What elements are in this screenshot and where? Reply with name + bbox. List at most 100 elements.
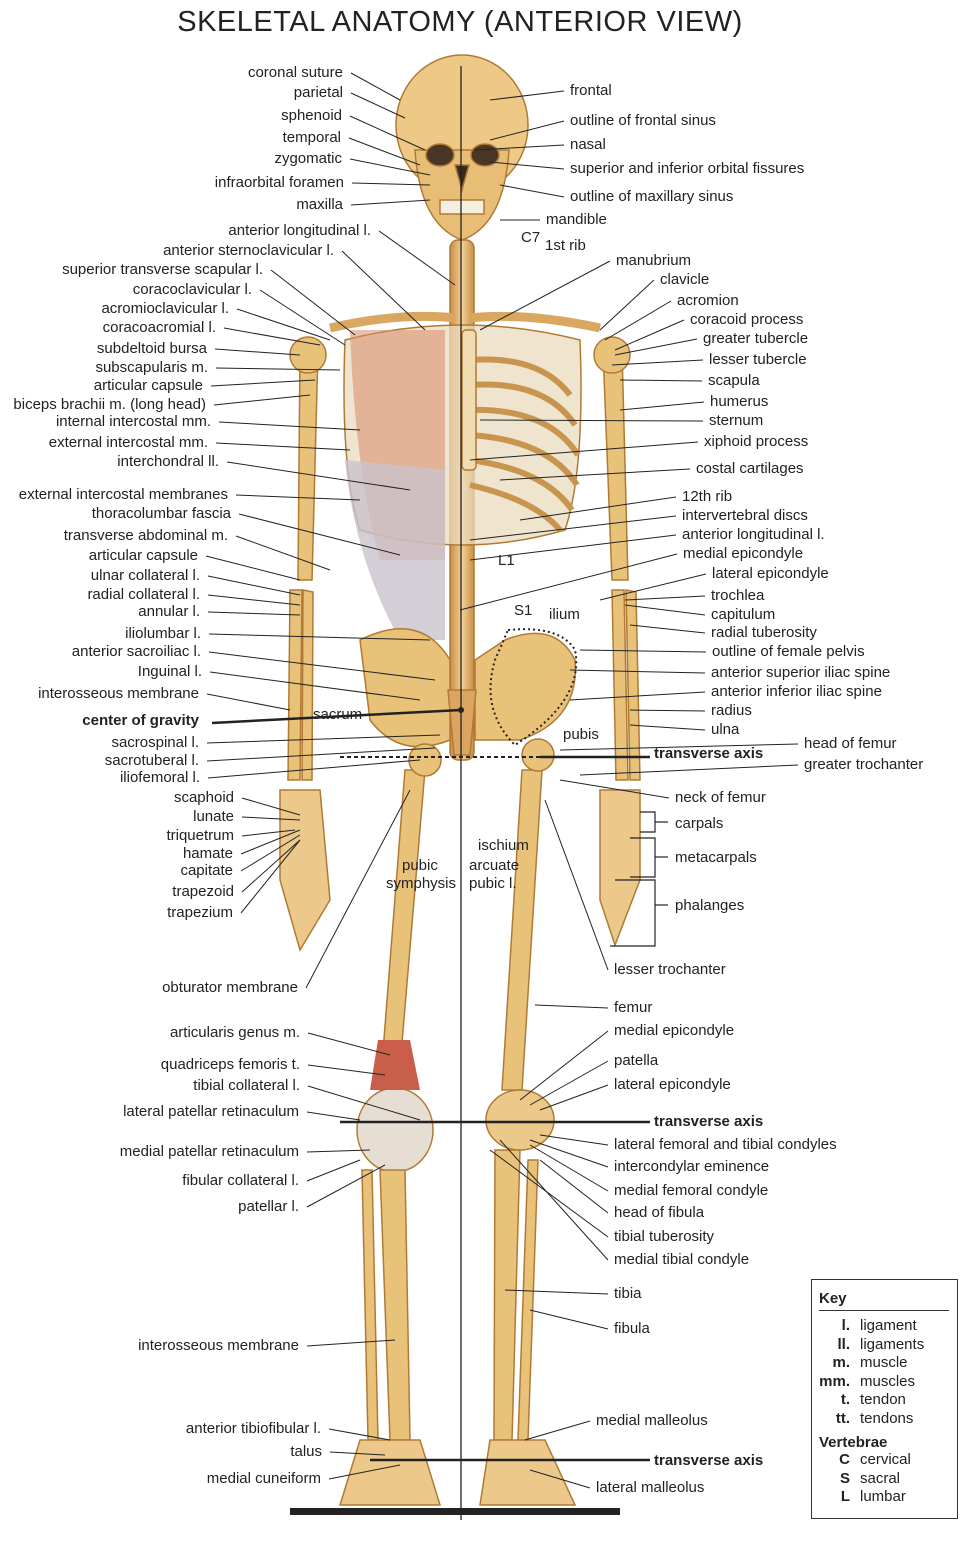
leader-left-35 (241, 797, 301, 816)
leader-right-47 (489, 1149, 609, 1238)
leader-right-37 (544, 799, 609, 971)
label-left-interosseous-membrane: interosseous membrane (138, 1337, 299, 1354)
label-right-carpals: carpals (675, 815, 724, 832)
leader-left-44 (307, 1064, 386, 1076)
key-text: tendon (860, 1391, 906, 1408)
label-left-thoracolumbar-fascia: thoracolumbar fascia (91, 505, 231, 522)
leader-left-41 (240, 839, 301, 914)
leader-right-24 (629, 624, 706, 634)
key-row: ll.ligaments (812, 1336, 957, 1355)
label-right-outline-of-maxillary-sinus: outline of maxillary sinus (570, 188, 734, 205)
leader-right-2 (474, 144, 565, 151)
leader-left-17 (218, 421, 361, 431)
vertebra-abbr: C (839, 1451, 850, 1468)
label-left-medial-cuneiform: medial cuneiform (206, 1470, 321, 1487)
key-row: tt.tendons (812, 1410, 957, 1429)
label-right-clavicle: clavicle (660, 271, 710, 288)
label-right-outline-of-frontal-sinus: outline of frontal sinus (570, 112, 716, 129)
label-right-greater-trochanter: greater trochanter (804, 756, 924, 773)
leader-left-29 (209, 671, 421, 701)
key-abbr: mm. (819, 1372, 850, 1390)
leader-right-3 (489, 161, 565, 170)
label-left-center-of-gravity: center of gravity (82, 712, 199, 729)
leader-right-7 (599, 279, 655, 331)
leader-left-19 (226, 461, 411, 491)
leader-left-51 (328, 1428, 391, 1441)
leader-left-0 (350, 72, 401, 101)
label-right-lesser-trochanter: lesser trochanter (614, 961, 726, 978)
leader-left-14 (215, 367, 341, 371)
label-left-anterior-sternoclavicular-l: anterior sternoclavicular l. (163, 242, 334, 259)
leader-left-32 (206, 734, 441, 744)
center-of-gravity-line (211, 708, 462, 725)
label-left-internal-intercostal-mm: internal intercostal mm. (55, 413, 211, 430)
label-left-ulnar-collateral-l: ulnar collateral l. (90, 567, 200, 584)
leader-right-8 (604, 300, 672, 341)
label-body-s1: S1 (514, 602, 533, 619)
leader-left-16 (213, 394, 311, 406)
label-left-articular-capsule: articular capsule (88, 547, 198, 564)
leader-right-50 (529, 1309, 609, 1330)
label-left-annular-l: annular l. (138, 603, 200, 620)
skeleton-drawing (279, 54, 641, 1506)
leader-left-3 (348, 137, 421, 166)
leader-left-27 (208, 633, 431, 641)
leader-right-49 (504, 1289, 609, 1295)
key-abbr: tt. (835, 1409, 850, 1427)
leader-left-2 (349, 115, 426, 151)
label-right-tibia: tibia (614, 1285, 642, 1302)
label-body-pubic: pubic (402, 857, 438, 874)
label-right-lateral-epicondyle: lateral epicondyle (614, 1076, 731, 1093)
label-left-quadriceps-femoris-t: quadriceps femoris t. (160, 1056, 300, 1073)
leader-right-28 (629, 709, 706, 712)
key-abbr: l. (841, 1317, 850, 1334)
label-right-lateral-epicondyle: lateral epicondyle (712, 565, 829, 582)
label-body-arcuate: arcuate (469, 857, 520, 874)
leader-left-10 (259, 289, 346, 346)
label-left-coracoacromial-l: coracoacromial l. (102, 319, 216, 336)
leader-left-1 (350, 92, 406, 119)
vertebra-abbr: L (840, 1488, 850, 1505)
label-right-humerus: humerus (710, 393, 769, 410)
label-right-radius: radius (711, 702, 752, 719)
vertebra-abbr: S (839, 1469, 850, 1487)
key-text: muscles (860, 1372, 916, 1390)
leader-left-13 (214, 348, 301, 356)
label-right-medial-tibial-condyle: medial tibial condyle (614, 1251, 750, 1268)
leader-right-48 (499, 1139, 609, 1261)
label-left-talus: talus (290, 1443, 322, 1460)
label-right-transverse-axis: transverse axis (654, 1452, 764, 1469)
label-body-1st-rib: 1st rib (545, 237, 586, 254)
label-body-pubic-l: pubic l. (469, 875, 517, 892)
label-body-pubis: pubis (563, 726, 599, 743)
label-left-lateral-patellar-retinaculum: lateral patellar retinaculum (123, 1103, 299, 1120)
label-right-intercondylar-eminence: intercondylar eminence (614, 1158, 770, 1175)
leader-left-8 (341, 250, 426, 331)
label-left-superior-transverse-scapular-l: superior transverse scapular l. (62, 261, 263, 278)
label-left-anterior-tibiofibular-l: anterior tibiofibular l. (185, 1420, 321, 1437)
label-left-interosseous-membrane: interosseous membrane (38, 685, 199, 702)
label-right-acromion: acromion (677, 292, 739, 309)
leader-left-24 (207, 575, 301, 596)
leader-right-9 (614, 319, 685, 351)
key-row: m.muscle (812, 1354, 957, 1373)
label-right-greater-tubercle: greater tubercle (703, 330, 809, 347)
leader-left-18 (215, 442, 351, 451)
label-right-transverse-axis: transverse axis (654, 1113, 764, 1130)
leader-right-32 (579, 764, 799, 776)
label-right-medial-malleolus: medial malleolus (596, 1412, 708, 1429)
label-right-medial-femoral-condyle: medial femoral condyle (614, 1182, 769, 1199)
label-left-fibular-collateral-l: fibular collateral l. (182, 1172, 299, 1189)
label-body-ischium: ischium (478, 837, 529, 854)
label-right-ulna: ulna (711, 721, 740, 738)
label-left-coracoclavicular-l: coracoclavicular l. (132, 281, 252, 298)
leader-left-48 (306, 1159, 361, 1182)
leader-left-52 (329, 1451, 386, 1456)
label-right-medial-epicondyle: medial epicondyle (683, 545, 804, 562)
leader-left-4 (349, 158, 431, 176)
leader-right-14 (479, 419, 704, 422)
label-right-trochlea: trochlea (711, 587, 765, 604)
